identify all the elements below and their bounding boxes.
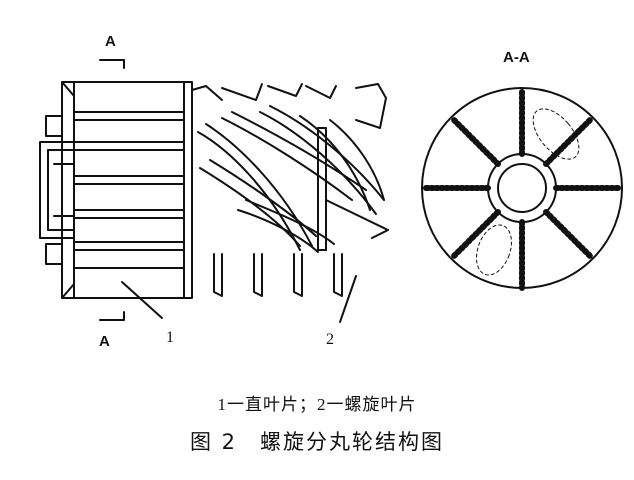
section-view-label: A-A	[503, 49, 530, 66]
parts-legend: 1一直叶片；2一螺旋叶片	[217, 395, 417, 414]
part-label-1: 1	[166, 329, 174, 346]
leader-line-2	[339, 275, 357, 323]
section-marker-top	[99, 59, 125, 69]
section-label-bottom: A	[99, 333, 110, 350]
section-view-aa	[421, 87, 623, 291]
section-marker-bottom	[99, 311, 125, 321]
section-label-top: A	[105, 33, 116, 50]
part-label-2: 2	[326, 331, 334, 348]
straight-blade-body	[61, 81, 193, 299]
helical-blade-body	[191, 83, 389, 297]
leader-line-1	[121, 281, 163, 319]
figure-caption: 图 2 螺旋分丸轮结构图	[189, 430, 445, 454]
hub-flange	[39, 115, 75, 265]
